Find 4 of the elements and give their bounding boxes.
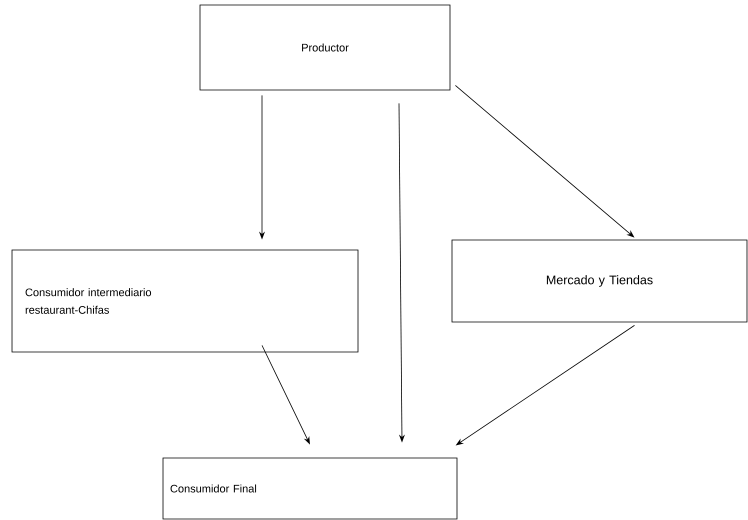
process-box: Consumidor intermediario restaurant-Chifas xyxy=(12,250,358,352)
process-box: Productor xyxy=(200,4,450,90)
process-box: Mercado y Tiendas xyxy=(452,240,748,322)
process-box: Consumidor Final xyxy=(162,458,458,520)
